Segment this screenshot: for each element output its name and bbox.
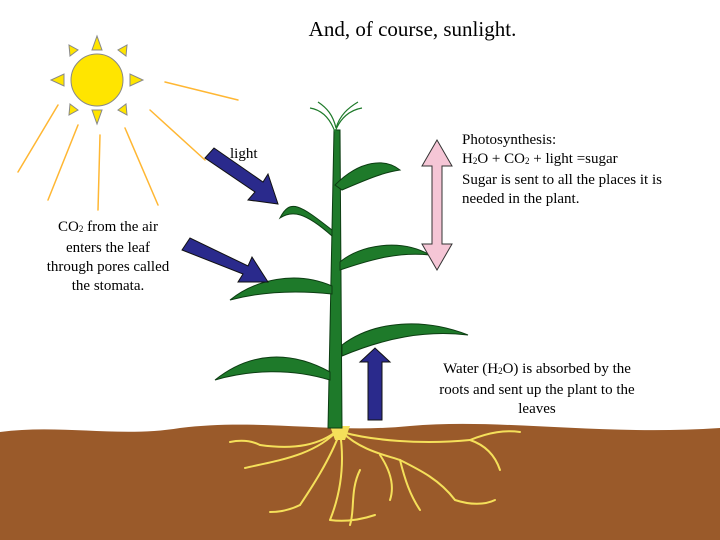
photosynthesis-equation: H2O + CO2 + light =sugar bbox=[462, 151, 618, 167]
tassel bbox=[309, 101, 363, 133]
co2-label: CO2 from the air enters the leaf through… bbox=[22, 218, 194, 296]
page-title: And, of course, sunlight. bbox=[308, 17, 517, 41]
sun-rays bbox=[17, 81, 239, 211]
co2-line-3: through pores called bbox=[46, 259, 170, 275]
stem bbox=[327, 129, 343, 429]
photosynthesis-line-4: needed in the plant. bbox=[462, 191, 580, 207]
photosynthesis-heading: Photosynthesis: bbox=[462, 132, 557, 148]
leaves bbox=[214, 162, 469, 381]
co2-line-4: the stomata. bbox=[71, 278, 145, 294]
light-label: light bbox=[230, 146, 258, 162]
photosynthesis-line-3: Sugar is sent to all the places it is bbox=[462, 172, 662, 188]
root-crown bbox=[330, 426, 350, 440]
water-line-2: roots and sent up the plant to the bbox=[439, 382, 635, 398]
sun-icon bbox=[49, 34, 145, 126]
photosynthesis-label: Photosynthesis: H2O + CO2 + light =sugar… bbox=[462, 131, 720, 209]
water-label: Water (H2O) is absorbed by the roots and… bbox=[402, 360, 672, 419]
water-line-3: leaves bbox=[518, 401, 556, 417]
soil bbox=[0, 423, 720, 540]
co2-line-1: CO2 from the air bbox=[58, 219, 158, 235]
arrow-icon bbox=[181, 147, 392, 421]
co2-line-2: enters the leaf bbox=[65, 240, 151, 256]
roots bbox=[229, 429, 521, 526]
double-arrow-icon bbox=[421, 138, 453, 272]
water-line-1: Water (H2O) is absorbed by the bbox=[443, 361, 631, 377]
